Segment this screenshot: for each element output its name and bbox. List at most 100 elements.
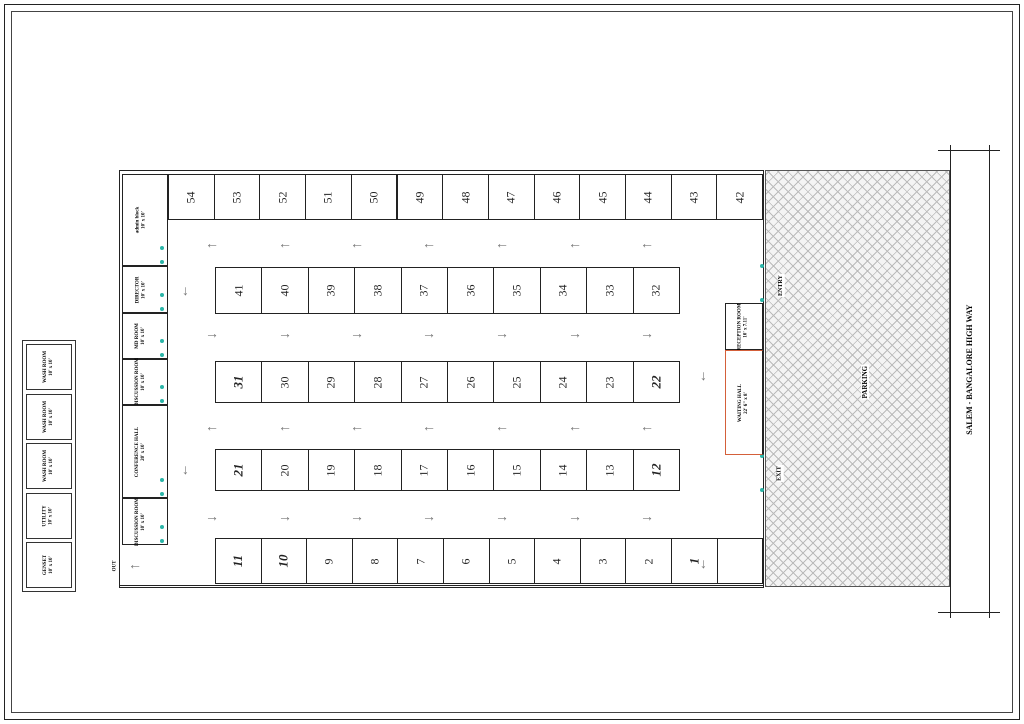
shop-unit: 14	[539, 449, 588, 491]
direction-arrow-icon: →	[495, 510, 509, 525]
shop-unit: 40	[261, 267, 309, 314]
shop-unit: 22	[632, 361, 680, 403]
door-icon	[760, 488, 764, 492]
shop-unit: 28	[354, 361, 402, 403]
unit-number: 15	[509, 464, 524, 476]
unit-number: 16	[463, 464, 478, 476]
direction-arrow-icon: ←	[278, 237, 292, 252]
door-icon	[160, 492, 164, 496]
out-label: OUT	[112, 560, 118, 572]
unit-number: 20	[277, 464, 292, 476]
shop-unit: 52	[259, 174, 307, 220]
unit-number: 40	[277, 284, 292, 297]
direction-arrow-icon: →	[640, 327, 654, 342]
door-icon	[760, 454, 764, 458]
shop-unit: 19	[307, 449, 356, 491]
highway-break-top	[938, 150, 1000, 151]
unit-number: 33	[602, 284, 617, 297]
room-size: 20' x 10'	[141, 442, 146, 461]
direction-arrow-icon: ←	[350, 237, 364, 252]
direction-arrow-icon: ←	[568, 420, 582, 435]
shop-unit	[716, 538, 764, 584]
shop-unit: 21	[215, 449, 263, 491]
direction-arrow-icon: →	[350, 327, 364, 342]
unit-number: 12	[648, 463, 664, 477]
shop-unit: 44	[625, 174, 672, 220]
shop-unit: 34	[539, 267, 588, 314]
unit-number: 5	[504, 558, 519, 564]
shop-unit: 35	[493, 267, 541, 314]
door-icon	[760, 298, 764, 302]
unit-number: 26	[463, 376, 478, 388]
building-outline	[119, 170, 764, 588]
shop-unit: 3	[579, 538, 627, 584]
unit-number: 25	[509, 376, 524, 388]
exit-label: EXIT	[776, 465, 784, 482]
waiting-label: WAITING HALL	[738, 383, 744, 422]
unit-number: 3	[595, 558, 610, 564]
shop-unit: 26	[447, 361, 495, 403]
direction-arrow-icon: ←	[205, 420, 219, 435]
room-name: WASH ROOM	[43, 350, 48, 384]
unit-number: 48	[458, 191, 473, 203]
building-bottom-wall	[119, 585, 764, 588]
shop-unit: 29	[307, 361, 356, 403]
direction-arrow-icon: →	[278, 327, 292, 342]
direction-arrow-icon: ←	[350, 420, 364, 435]
shop-unit: 51	[305, 174, 352, 220]
waiting-size: 22' 6" x 8'	[744, 391, 750, 414]
shop-unit: 5	[488, 538, 536, 584]
room-name: WASH ROOM	[43, 449, 48, 483]
door-icon	[160, 399, 164, 403]
direction-arrow-icon: →	[422, 327, 436, 342]
shop-unit: 38	[354, 267, 402, 314]
shop-unit: 39	[307, 267, 356, 314]
outer-border	[4, 4, 1020, 720]
shop-unit: 25	[493, 361, 541, 403]
parking-label: PARKING	[861, 364, 870, 400]
direction-arrow-icon: ←	[495, 420, 509, 435]
room-size: 10' x 10'	[140, 327, 146, 345]
shop-unit: 15	[493, 449, 541, 491]
room-size: 10' x 10'	[140, 211, 146, 229]
room-size: 10' x 10'	[49, 506, 54, 525]
unit-number: 27	[416, 376, 431, 388]
unit-number: 24	[555, 376, 570, 388]
unit-number: 17	[416, 464, 431, 476]
direction-arrow-icon: ←	[205, 237, 219, 252]
entry-label: ENTRY	[777, 274, 785, 297]
direction-arrow-icon: ←	[278, 420, 292, 435]
shop-unit: 20	[261, 449, 309, 491]
shop-unit: 31	[215, 361, 263, 403]
shop-unit: 24	[539, 361, 588, 403]
shop-unit: 33	[586, 267, 634, 314]
shop-unit: 36	[447, 267, 495, 314]
room-name: CONFERENCE HALL	[135, 426, 140, 477]
shop-unit: 8	[351, 538, 399, 584]
direction-arrow-icon: ←	[640, 237, 654, 252]
room-size: 10' x 10'	[48, 556, 54, 574]
shop-unit: 47	[487, 174, 535, 220]
unit-number: 2	[641, 558, 656, 564]
door-icon	[160, 307, 164, 311]
door-icon	[160, 353, 164, 357]
highway	[950, 145, 990, 618]
reception-size: 10' x 7.11'	[744, 315, 749, 338]
direction-arrow-icon: →	[422, 510, 436, 525]
unit-number: 22	[648, 375, 664, 389]
direction-arrow-icon: ↓	[182, 284, 189, 299]
shop-unit: 32	[632, 267, 680, 314]
shop-unit: 11	[215, 538, 262, 584]
reception-label: RECEPTION ROOM	[738, 302, 743, 351]
unit-number: 13	[602, 464, 617, 476]
unit-number: 43	[686, 191, 701, 203]
shop-unit: 42	[716, 174, 764, 220]
door-icon	[160, 539, 164, 543]
shop-unit: 27	[400, 361, 448, 403]
unit-number: 52	[275, 191, 290, 203]
unit-number: 36	[463, 284, 478, 297]
